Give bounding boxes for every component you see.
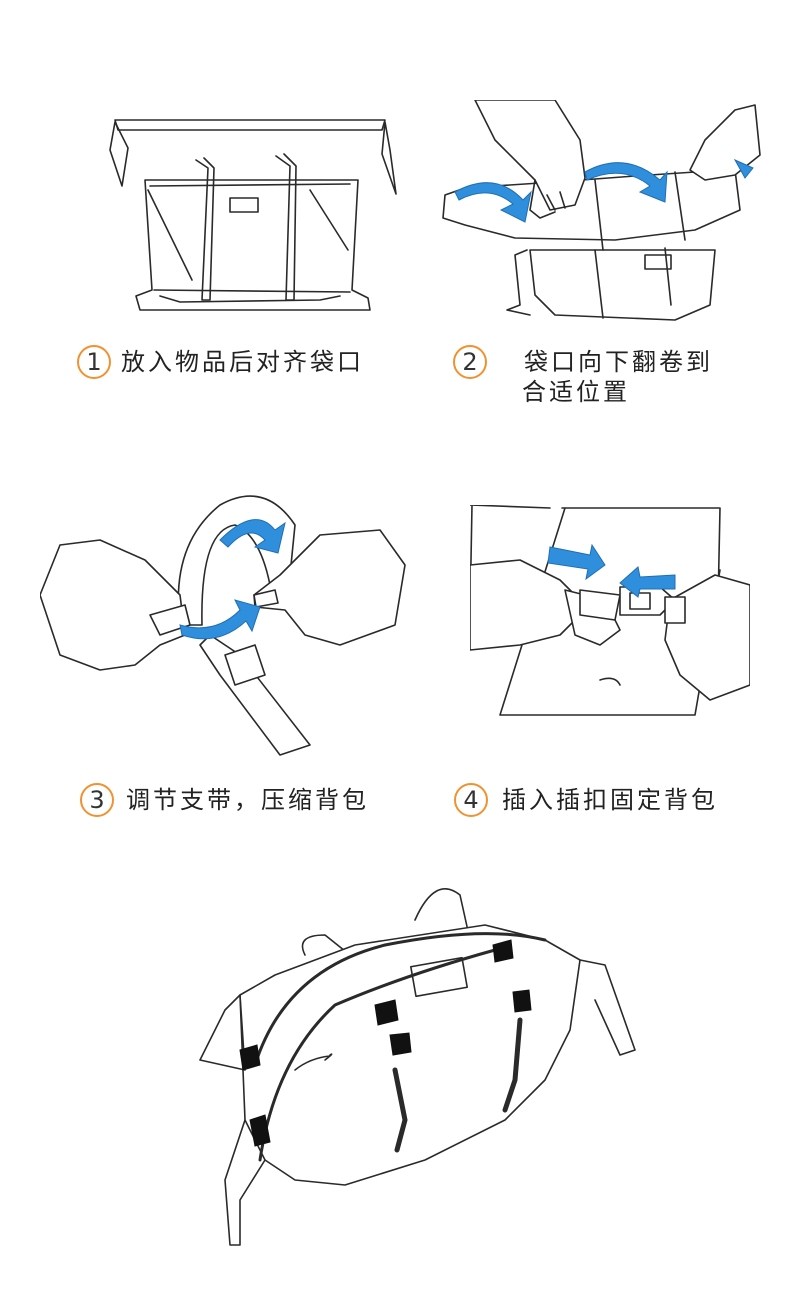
step-1: 1 放入物品后对齐袋口 bbox=[77, 345, 364, 379]
step-number-badge: 1 bbox=[77, 345, 111, 379]
step-number-badge: 3 bbox=[80, 783, 114, 817]
step-3: 3 调节支带，压缩背包 bbox=[80, 783, 369, 817]
step-2-text-line2: 合适位置 bbox=[522, 378, 630, 406]
step-4-text: 插入插扣固定背包 bbox=[502, 786, 718, 814]
packed-bag-illustration bbox=[199, 888, 636, 1246]
strap-adjust-illustration bbox=[40, 495, 406, 756]
step-1-text: 放入物品后对齐袋口 bbox=[121, 348, 364, 376]
step-4: 4 插入插扣固定背包 bbox=[454, 783, 718, 817]
step-2: 2 袋口向下翻卷到 合适位置 bbox=[453, 345, 713, 407]
open-bag-illustration bbox=[109, 119, 397, 311]
buckle-insert-illustration bbox=[470, 505, 750, 716]
step-3-text: 调节支带，压缩背包 bbox=[126, 786, 369, 814]
roll-top-illustration bbox=[442, 100, 761, 321]
step-2-text-line1: 袋口向下翻卷到 bbox=[524, 348, 713, 376]
step-number-badge: 4 bbox=[454, 783, 488, 817]
step-number-badge: 2 bbox=[453, 345, 487, 379]
